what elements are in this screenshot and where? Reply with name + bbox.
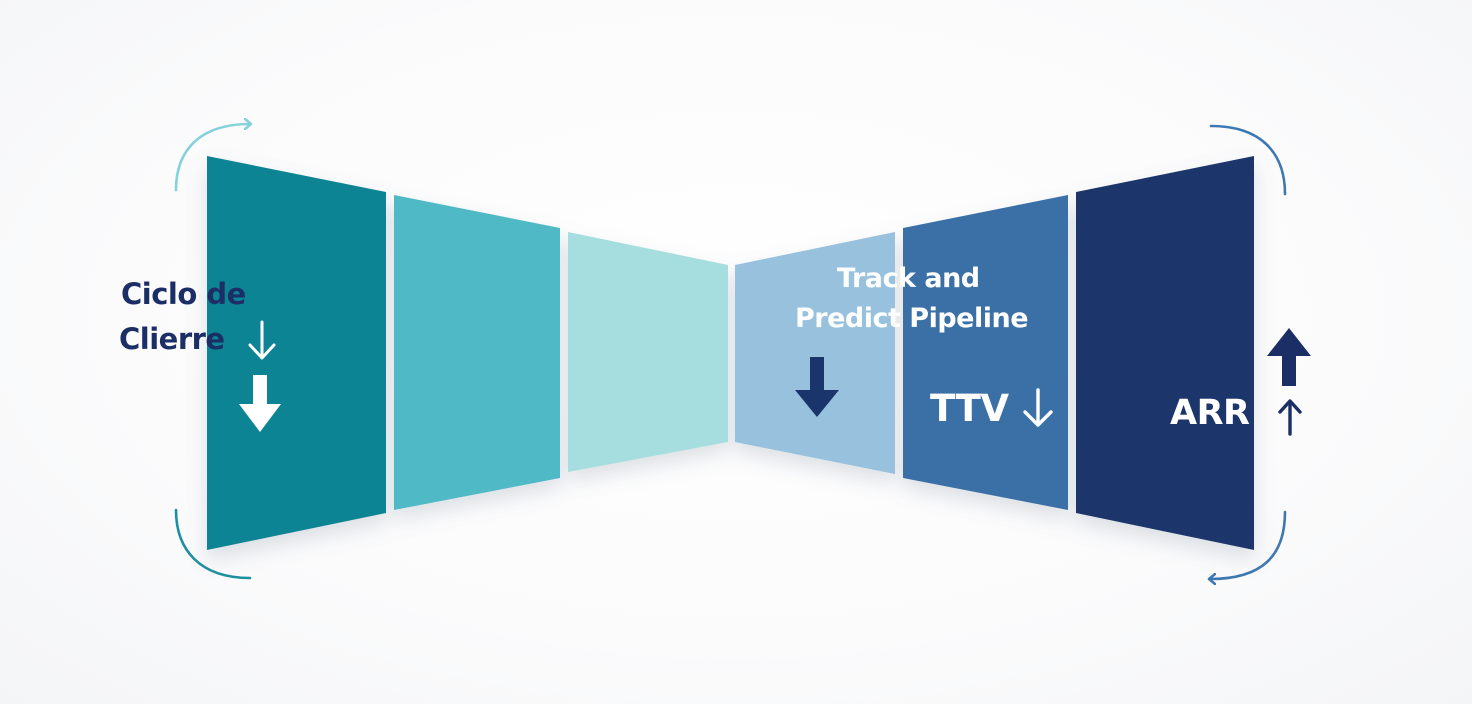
- arrow-down-icon-large-left: [239, 375, 281, 432]
- pipeline-label-line1: Track and: [837, 263, 980, 294]
- cycle-label-line2: Clierre: [119, 322, 225, 356]
- curved-arrow-icon-bottom-right: [1210, 510, 1287, 579]
- panel-4: [735, 232, 895, 474]
- panel-5: [903, 195, 1068, 510]
- curved-arrow-icon-bottom-left: [174, 508, 252, 580]
- pipeline-label-line2: Predict Pipeline: [795, 303, 1029, 334]
- panel-group: [207, 156, 1254, 550]
- panel-6: [1076, 156, 1254, 550]
- arrow-down-icon-pipeline: [795, 357, 839, 417]
- arrow-down-icon-small-left: [248, 320, 276, 360]
- ttv-label: TTV: [930, 387, 1009, 430]
- curved-arrow-icon-top-right: [1209, 124, 1287, 196]
- panel-3: [568, 232, 728, 472]
- panel-2: [394, 195, 560, 510]
- arr-label: ARR: [1170, 393, 1250, 433]
- arrow-up-icon-small-right: [1278, 399, 1302, 436]
- panel-1: [207, 156, 386, 550]
- arrow-up-icon-large-right: [1267, 328, 1311, 386]
- arrow-down-icon-ttv: [1023, 388, 1053, 427]
- curved-arrow-icon-top-left: [174, 124, 250, 192]
- cycle-label-line1: Ciclo de: [121, 277, 246, 311]
